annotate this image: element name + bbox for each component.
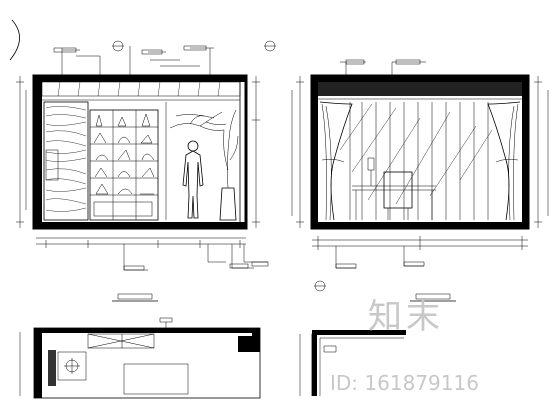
right-dimensions — [291, 59, 549, 292]
right-elevation-ceiling — [312, 76, 528, 82]
arc-fragment — [9, 19, 20, 61]
left-elevation-frame — [32, 74, 248, 230]
right-elevation-wall-right — [522, 76, 528, 228]
left-elevation-ceiling — [34, 76, 246, 82]
left-elevation — [32, 74, 248, 230]
ceiling-band — [318, 82, 522, 96]
wood-panel — [43, 101, 89, 221]
right-plan-strip — [299, 330, 406, 396]
bookshelf — [89, 109, 159, 221]
left-plan-strip — [19, 317, 261, 399]
left-elevation-title-block — [117, 293, 153, 300]
soffit-band — [41, 81, 241, 97]
right-elevation-wall-left — [312, 76, 318, 228]
vase-icon — [219, 109, 239, 221]
left-curtain — [314, 101, 353, 221]
human-figure-icon — [182, 140, 204, 219]
right-elevation — [310, 74, 530, 230]
left-elevation-wall-left — [34, 76, 42, 228]
watermark-id: ID: 161879116 — [330, 371, 479, 395]
striped-wall-panel — [339, 102, 493, 220]
right-curtain — [487, 101, 526, 221]
watermark-brand: 知末 — [368, 297, 444, 337]
right-elevation-title-block — [415, 293, 451, 300]
branch-art-icon — [169, 111, 227, 131]
left-elevation-floor — [34, 222, 246, 228]
right-elevation-floor — [312, 222, 528, 228]
desk-with-chair — [352, 157, 436, 220]
left-dimensions — [16, 40, 276, 271]
